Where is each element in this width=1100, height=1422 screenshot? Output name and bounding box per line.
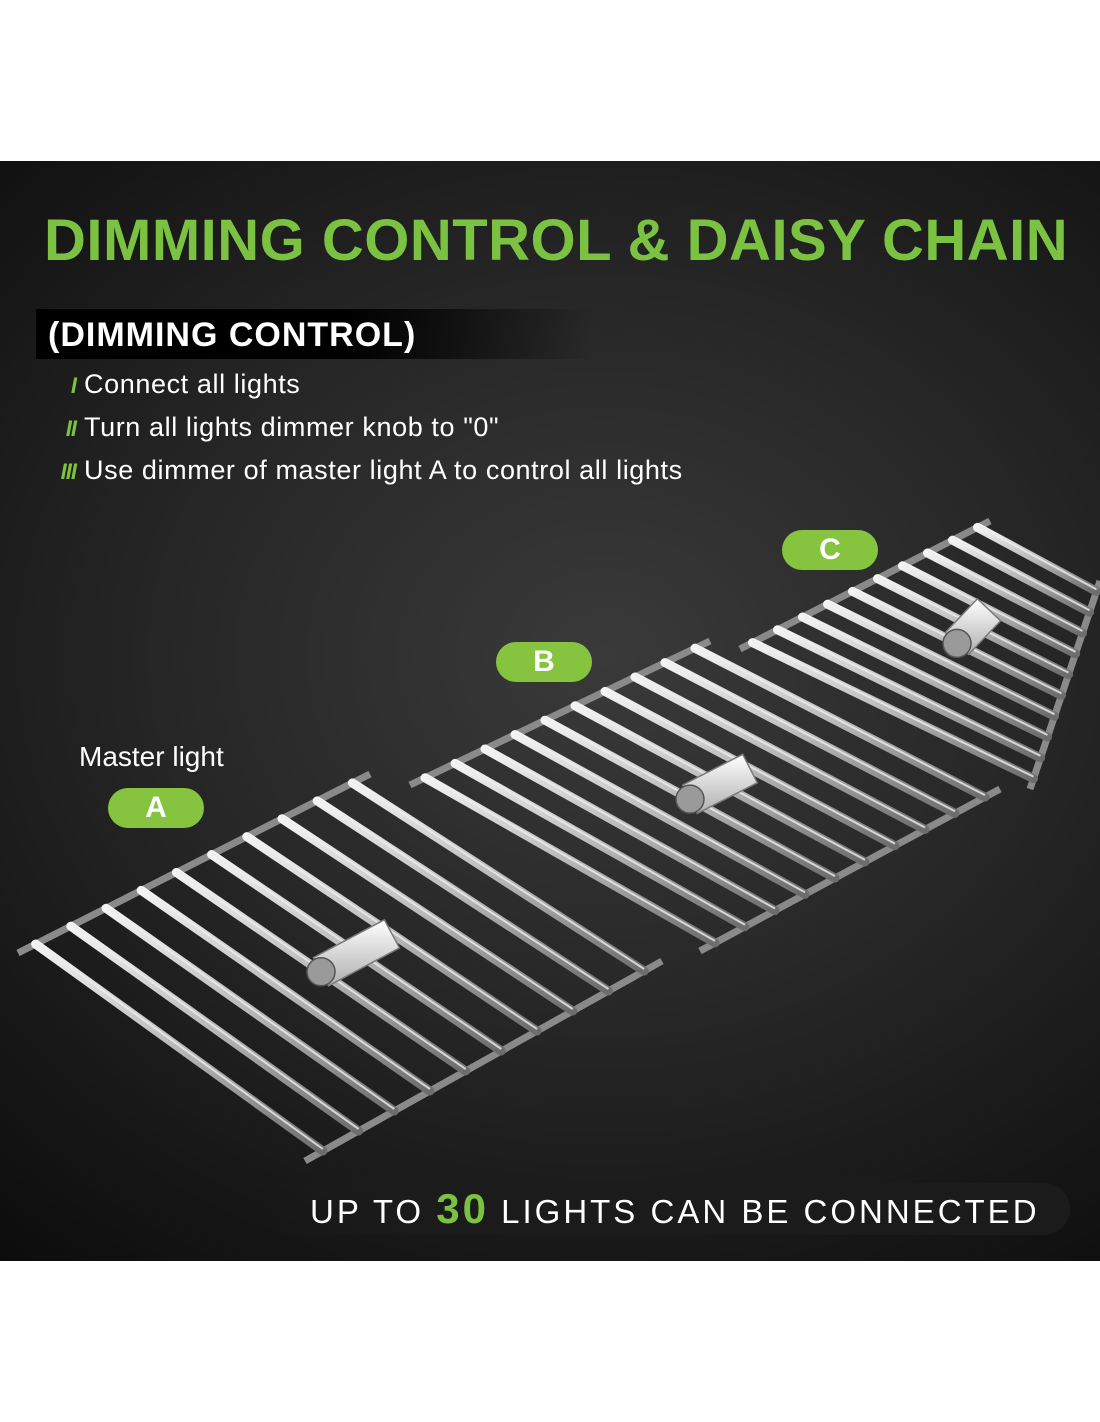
light-a-led-bar bbox=[66, 921, 364, 1136]
light-c-led-bar bbox=[748, 638, 1038, 784]
light-c-led-bar-highlight bbox=[902, 562, 1076, 653]
light-a-rail-near bbox=[16, 770, 372, 957]
light-b-rail-far bbox=[698, 785, 1002, 955]
light-c-led-bar-highlight bbox=[777, 626, 1041, 757]
light-c-led-bar bbox=[923, 548, 1087, 638]
light-b-led-bar bbox=[690, 643, 990, 802]
grow-lights-illustration bbox=[16, 517, 1100, 1165]
light-a-led-bar-highlight bbox=[316, 798, 609, 990]
light-a-led-bar bbox=[312, 796, 613, 996]
light-b-rail-near bbox=[408, 637, 712, 789]
light-a-led-bar bbox=[136, 885, 435, 1096]
light-b-led-bar-highlight bbox=[634, 674, 926, 829]
light-b-led-bar bbox=[480, 744, 780, 915]
light-b-led-bar bbox=[630, 672, 930, 834]
light-b-led-bar-highlight bbox=[664, 659, 956, 813]
light-a-led-bar bbox=[31, 939, 328, 1156]
light-a-led-bar-highlight bbox=[351, 780, 645, 970]
light-c-led-bar bbox=[798, 612, 1052, 742]
step-1-text: Connect all lights bbox=[84, 369, 301, 399]
light-a-fixture bbox=[16, 770, 664, 1165]
master-light-label: Master light bbox=[79, 741, 224, 772]
light-c-led-bar-highlight bbox=[927, 550, 1083, 632]
light-c-led-bar bbox=[823, 599, 1059, 721]
light-b-led-bar bbox=[510, 730, 810, 899]
connection-limit-number: 30 bbox=[436, 1185, 489, 1232]
light-c-led-bar-highlight bbox=[827, 601, 1055, 716]
light-b-led-bar-highlight bbox=[694, 645, 986, 796]
light-b-led-bar bbox=[420, 773, 720, 948]
light-b-connector bbox=[675, 784, 705, 814]
light-c-connector bbox=[942, 628, 972, 659]
light-b-badge: B bbox=[496, 642, 592, 682]
light-a-led-bar-highlight bbox=[281, 815, 574, 1010]
light-c-led-bar-highlight bbox=[952, 537, 1090, 612]
light-a-led-bar-highlight bbox=[246, 833, 538, 1030]
light-c-badge: C bbox=[782, 530, 878, 570]
light-b-led-bar-highlight bbox=[484, 746, 776, 910]
light-c-led-bar bbox=[973, 522, 1100, 596]
headline: DIMMING CONTROL & DAISY CHAIN bbox=[44, 208, 1069, 273]
step-2-mark: II bbox=[65, 416, 77, 441]
step-3-mark: III bbox=[60, 459, 77, 484]
step-2-text: Turn all lights dimmer knob to "0" bbox=[84, 412, 500, 442]
light-a-led-bar bbox=[347, 778, 649, 976]
light-a-connector bbox=[306, 956, 336, 987]
light-c-led-bar bbox=[773, 625, 1045, 763]
light-b-led-bar-highlight bbox=[454, 760, 746, 926]
light-c-led-bar-highlight bbox=[752, 639, 1034, 778]
step-1-mark: I bbox=[70, 373, 77, 398]
light-b-led-bar bbox=[450, 758, 750, 932]
connection-limit-banner: UP TO 30 LIGHTS CAN BE CONNECTED bbox=[260, 1183, 1070, 1235]
light-c-led-bar bbox=[948, 535, 1094, 617]
connection-limit-text: UP TO 30 LIGHTS CAN BE CONNECTED bbox=[310, 1183, 1040, 1238]
light-a-rail-far bbox=[303, 957, 664, 1165]
connection-limit-suffix: LIGHTS CAN BE CONNECTED bbox=[501, 1193, 1040, 1230]
light-a-led-bar-highlight bbox=[140, 887, 431, 1090]
section-title-bar: (DIMMING CONTROL) bbox=[36, 309, 596, 359]
light-c-led-bar-highlight bbox=[977, 524, 1097, 591]
step-2: II Turn all lights dimmer knob to "0" bbox=[52, 412, 499, 448]
light-a-led-bar bbox=[101, 903, 399, 1116]
light-a-led-bar-highlight bbox=[35, 941, 324, 1150]
product-banner: DIMMING CONTROL & DAISY CHAIN (DIMMING C… bbox=[0, 161, 1100, 1261]
step-3: III Use dimmer of master light A to contr… bbox=[42, 455, 683, 491]
step-3-text: Use dimmer of master light A to control … bbox=[84, 455, 683, 485]
light-c-fixture bbox=[738, 517, 1100, 791]
light-c-led-bar-highlight bbox=[802, 614, 1048, 736]
light-a-badge: A bbox=[108, 788, 204, 828]
step-1: I Connect all lights bbox=[62, 369, 300, 405]
light-a-led-bar-highlight bbox=[105, 905, 395, 1110]
light-b-led-bar-highlight bbox=[514, 731, 806, 894]
light-b-led-bar-highlight bbox=[424, 774, 716, 942]
light-a-led-bar-highlight bbox=[70, 923, 360, 1130]
light-b-led-bar-highlight bbox=[604, 688, 896, 845]
light-b-led-bar bbox=[660, 658, 960, 818]
light-a-led-bar bbox=[277, 814, 578, 1016]
section-title: (DIMMING CONTROL) bbox=[48, 316, 417, 354]
light-b-fixture bbox=[408, 637, 1002, 955]
connection-limit-prefix: UP TO bbox=[310, 1193, 425, 1230]
